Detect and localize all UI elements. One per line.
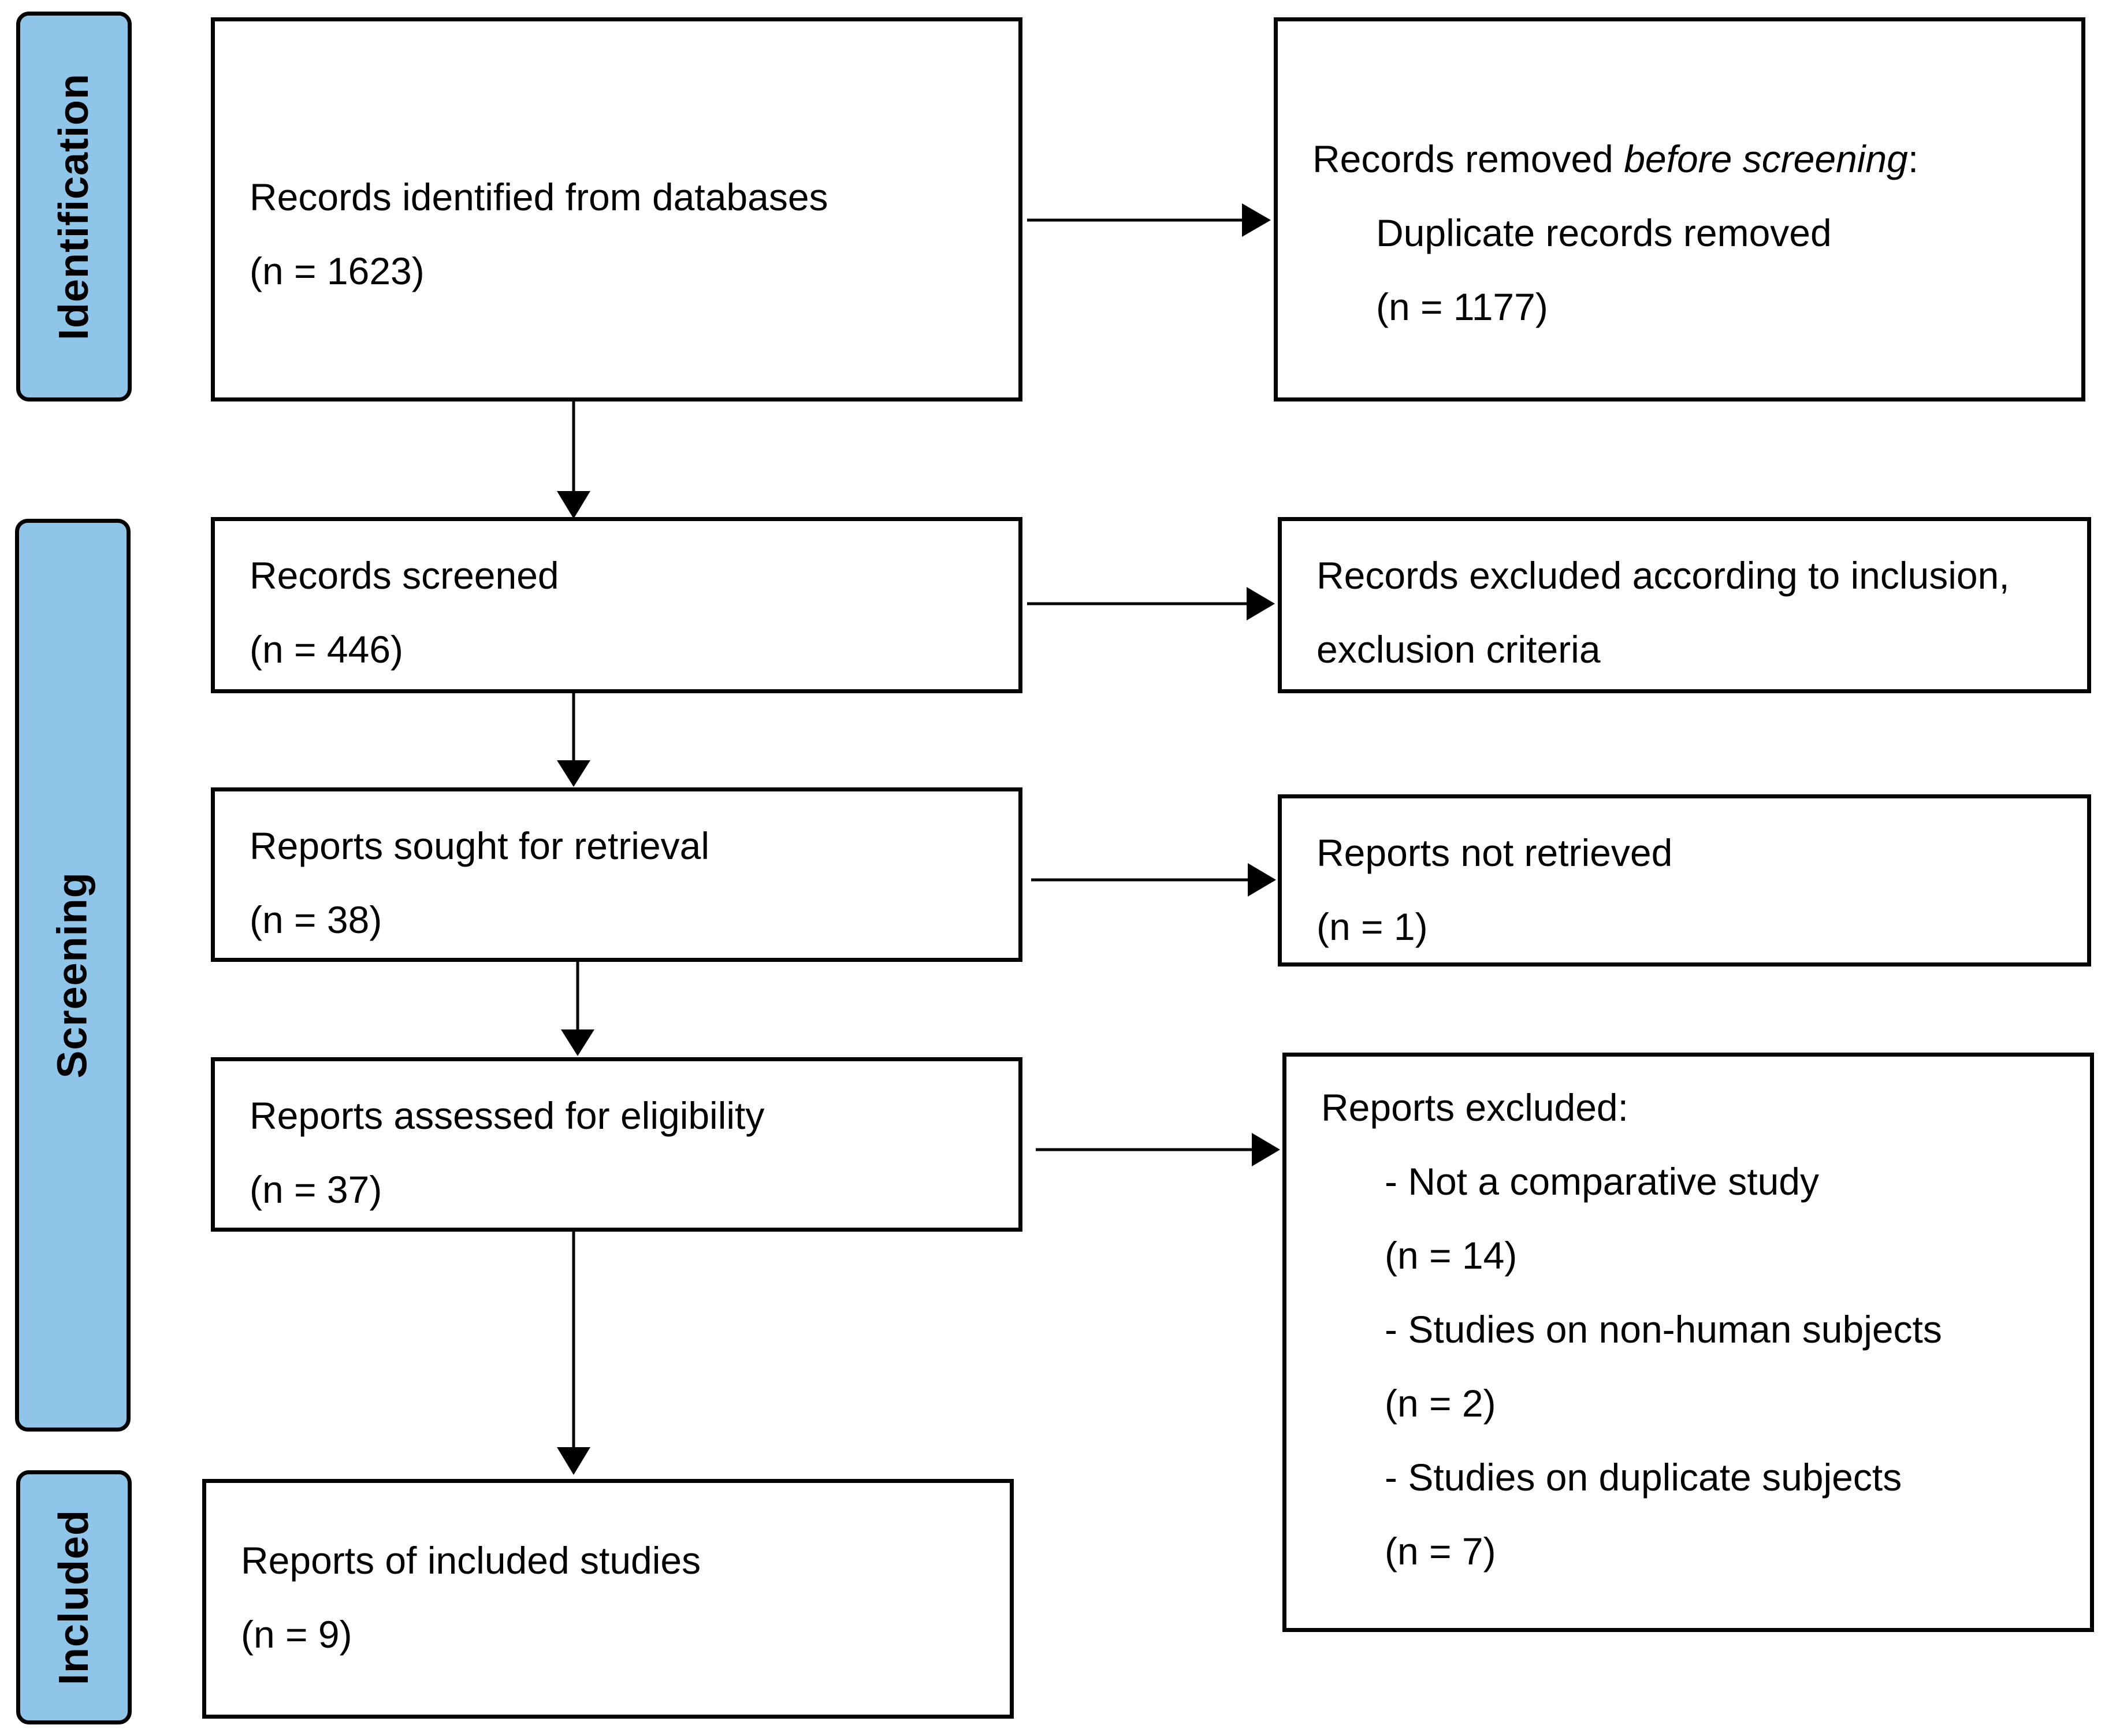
reports-not-retrieved-label: Reports not retrieved: [1316, 831, 1673, 874]
arrow-assessed-to-included-head: [557, 1447, 590, 1475]
records-removed-label-suffix: :: [1907, 137, 1919, 180]
records-screened-box: Records screened (n = 446): [211, 517, 1022, 693]
reports-excluded-box: Reports excluded: - Not a comparative st…: [1282, 1053, 2094, 1632]
reports-excluded-title: Reports excluded:: [1321, 1086, 1628, 1129]
exclusion-reason-2-count: (n = 2): [1385, 1382, 1496, 1425]
included-studies-count: (n = 9): [241, 1613, 352, 1656]
phase-identification: Identification: [16, 12, 132, 402]
exclusion-reason-3-label: - Studies on duplicate subjects: [1385, 1456, 1902, 1499]
exclusion-reason-3-count: (n = 7): [1385, 1530, 1496, 1573]
records-excluded-line1: Records excluded according to inclusion,: [1316, 554, 2010, 597]
phase-included-label: Included: [51, 1509, 98, 1686]
reports-assessed-label: Reports assessed for eligibility: [250, 1094, 765, 1137]
phase-screening-label: Screening: [50, 872, 96, 1079]
records-removed-label-italic: before screening: [1624, 137, 1908, 180]
exclusion-reason-1-count: (n = 14): [1385, 1234, 1518, 1277]
records-excluded-line2: exclusion criteria: [1316, 628, 1601, 671]
phase-identification-label: Identification: [51, 73, 97, 340]
exclusion-reason-2-label: - Studies on non-human subjects: [1385, 1308, 1942, 1351]
arrow-identified-to-screened-head: [557, 491, 590, 519]
included-studies-box: Reports of included studies (n = 9): [202, 1479, 1014, 1719]
records-screened-label: Records screened: [250, 554, 559, 597]
arrow-identified-to-removed-head: [1242, 203, 1271, 237]
reports-not-retrieved-count: (n = 1): [1316, 905, 1428, 948]
arrow-screened-to-sought-head: [557, 760, 590, 787]
records-identified-count: (n = 1623): [250, 250, 425, 292]
phase-included: Included: [16, 1470, 132, 1724]
records-excluded-box: Records excluded according to inclusion,…: [1278, 517, 2091, 693]
reports-sought-count: (n = 38): [250, 898, 382, 941]
reports-not-retrieved-box: Reports not retrieved (n = 1): [1278, 794, 2091, 966]
arrow-sought-to-not-retrieved-head: [1248, 863, 1276, 897]
duplicate-records-count: (n = 1177): [1376, 285, 1548, 328]
phase-screening: Screening: [15, 519, 131, 1432]
records-identified-label: Records identified from databases: [250, 176, 828, 218]
records-removed-label-prefix: Records removed: [1312, 137, 1624, 180]
reports-sought-box: Reports sought for retrieval (n = 38): [211, 787, 1022, 962]
duplicate-records-label: Duplicate records removed: [1376, 211, 1832, 254]
arrow-screened-to-excluded-head: [1247, 587, 1275, 620]
records-screened-count: (n = 446): [250, 628, 403, 671]
arrow-assessed-to-excluded-head: [1252, 1133, 1280, 1166]
arrow-sought-to-assessed-head: [561, 1029, 594, 1056]
exclusion-reason-1-label: - Not a comparative study: [1385, 1160, 1819, 1203]
reports-assessed-box: Reports assessed for eligibility (n = 37…: [211, 1057, 1022, 1232]
records-removed-box: Records removed before screening: Duplic…: [1274, 17, 2085, 402]
records-removed-label: Records removed before screening:: [1312, 122, 2081, 196]
records-identified-box: Records identified from databases (n = 1…: [211, 17, 1022, 402]
included-studies-label: Reports of included studies: [241, 1539, 701, 1582]
reports-assessed-count: (n = 37): [250, 1168, 382, 1211]
reports-sought-label: Reports sought for retrieval: [250, 824, 710, 867]
